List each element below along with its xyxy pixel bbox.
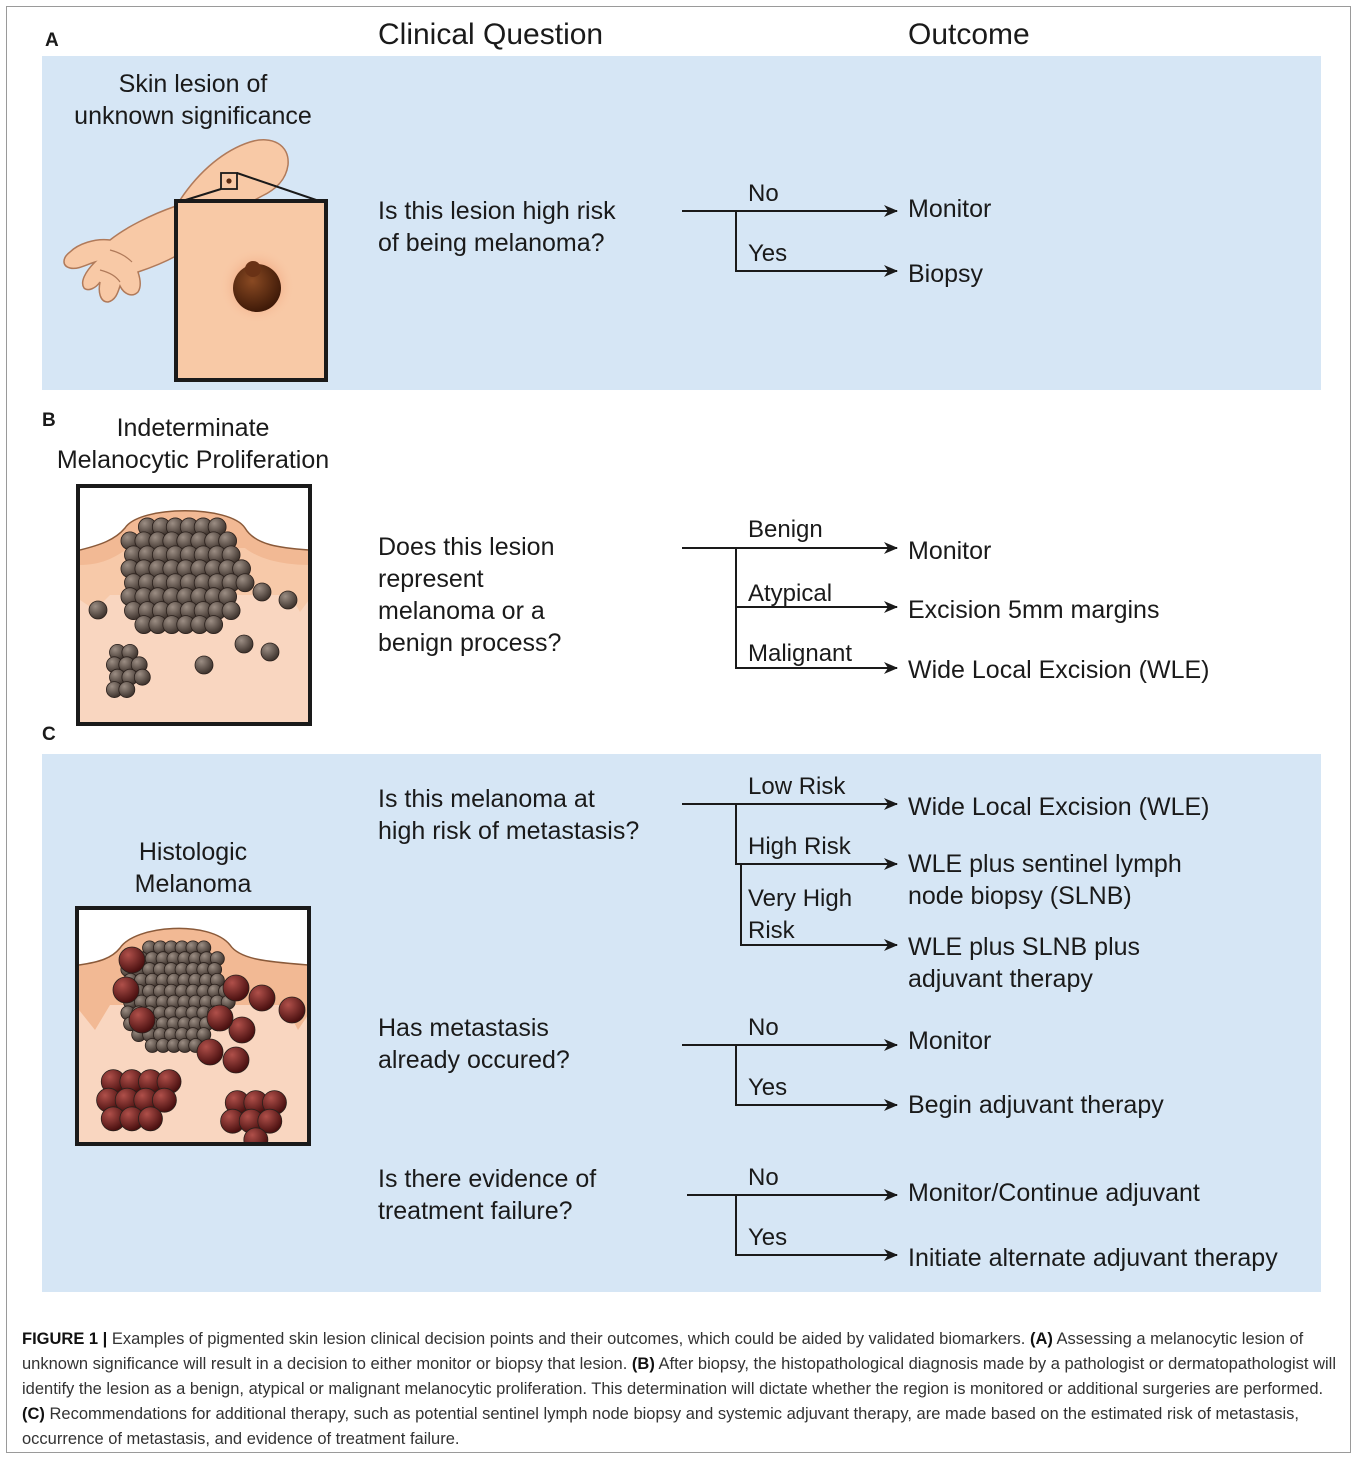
panel-a-question-line1: Is this lesion high risk: [378, 197, 616, 225]
panel-b-title-line1: Indeterminate: [116, 414, 270, 442]
panel-a-outcome-monitor: Monitor: [908, 195, 992, 223]
caption-c-ref: (C): [22, 1405, 45, 1423]
panel-b-question-line4: benign process?: [378, 629, 562, 657]
panel-c-q1-line2: high risk of metastasis?: [378, 817, 640, 845]
malignant-cell: [278, 996, 306, 1024]
panel-c-q2-outcome-adjuvant: Begin adjuvant therapy: [908, 1091, 1164, 1119]
panel-a-outcome-biopsy: Biopsy: [908, 260, 984, 288]
panel-c-q3-no-label: No: [748, 1164, 779, 1191]
panel-c-q1-outcome-high-line2: node biopsy (SLNB): [908, 882, 1132, 910]
caption-b-ref: (B): [631, 1355, 655, 1373]
panel-c-q2-line2: already occured?: [378, 1046, 570, 1074]
melanoma-illustration: [75, 906, 311, 1146]
panel-a-title-line1: Skin lesion of: [118, 70, 268, 98]
melanocyte-cell: [204, 615, 224, 634]
panel-c-q2-yes-line: [735, 1045, 898, 1111]
panel-c-q1-high-label: High Risk: [748, 833, 851, 860]
malignant-cell: [257, 1108, 283, 1134]
panel-b-title-line2: Melanocytic Proliferation: [56, 446, 330, 474]
panel-c-letter: C: [42, 724, 56, 745]
malignant-cell: [206, 1004, 234, 1032]
panel-c-q3-yes-line: [735, 1195, 898, 1261]
panel-b-question-line2: represent: [378, 565, 484, 593]
malignant-cell: [222, 1046, 250, 1074]
malignant-cell: [248, 984, 276, 1012]
panel-a-branch-no-label: No: [748, 180, 779, 207]
caption-figure-label: FIGURE 1 |: [22, 1330, 108, 1348]
malignant-cell: [228, 1016, 256, 1044]
panel-c-title-line1: Histologic: [138, 838, 248, 866]
panel-c-q2-outcome-monitor: Monitor: [908, 1027, 992, 1055]
caption-c-text: Recommendations for additional therapy, …: [22, 1405, 1299, 1448]
panel-b-question-line3: melanoma or a: [378, 597, 545, 625]
panel-c-q1-outcome-veryhigh-line1: WLE plus SLNB plus: [908, 933, 1141, 961]
panel-c-q1-veryhigh-line: [740, 864, 898, 951]
panel-b-outcome-wle: Wide Local Excision (WLE): [908, 656, 1210, 684]
panel-c-q1-high-line: [735, 804, 898, 870]
clinical-question-header: Clinical Question: [378, 18, 604, 51]
panel-c-q2-no-label: No: [748, 1014, 779, 1041]
panel-c-q1-outcome-low: Wide Local Excision (WLE): [908, 793, 1210, 821]
panel-a-branch-yes-line: [735, 211, 898, 277]
caption-a-ref: (A): [1029, 1330, 1053, 1348]
caption-intro: Examples of pigmented skin lesion clinic…: [107, 1330, 1030, 1348]
connectors: [682, 205, 898, 1261]
melanocyte-cell: [235, 573, 255, 593]
panel-c-q1-low-label: Low Risk: [748, 773, 846, 800]
melanocyte-cell: [194, 655, 214, 675]
panel-c-q1-line1: Is this melanoma at: [378, 785, 595, 813]
melanocyte-cell: [278, 590, 298, 610]
arm-illustration: [63, 139, 328, 382]
panel-c-q1-outcome-high-line1: WLE plus sentinel lymph: [908, 850, 1182, 878]
panel-a-question-line2: of being melanoma?: [378, 229, 605, 257]
figure-frame: [6, 6, 1351, 1453]
malignant-cell: [196, 1038, 224, 1066]
melanocyte-cell: [88, 600, 108, 620]
malignant-cell: [222, 974, 250, 1002]
panel-b-outcome-monitor: Monitor: [908, 537, 992, 565]
panel-b-question-line1: Does this lesion: [378, 533, 555, 561]
melanocyte-cell: [118, 681, 136, 698]
panel-c-q3-yes-label: Yes: [748, 1224, 788, 1251]
panel-b-outcome-excision: Excision 5mm margins: [908, 596, 1160, 624]
malignant-cell: [151, 1087, 177, 1113]
panel-c-q1-veryhigh-label-line2: Risk: [748, 917, 795, 944]
caption-a-text: Assessing a melanocytic lesion of unknow…: [22, 1330, 1304, 1373]
panel-c-q3-line2: treatment failure?: [378, 1197, 573, 1225]
panel-c-q3-outcome-continue: Monitor/Continue adjuvant: [908, 1179, 1200, 1207]
panel-a-title-line2: unknown significance: [74, 102, 312, 130]
panel-c-q2-yes-label: Yes: [748, 1074, 788, 1101]
panel-b-branch-benign-label: Benign: [748, 516, 823, 543]
caption-b-text: After biopsy, the histopathological diag…: [22, 1355, 1336, 1398]
panel-c-q1-veryhigh-label-line1: Very High: [748, 885, 853, 912]
melanocyte-cell: [221, 601, 241, 621]
panel-c-q3-line1: Is there evidence of: [378, 1165, 597, 1193]
panel-b-branch-malignant-line: [735, 607, 898, 674]
panel-c-q3-outcome-alternate: Initiate alternate adjuvant therapy: [908, 1244, 1278, 1272]
malignant-cell: [138, 1106, 163, 1132]
melanocyte-cell: [133, 668, 151, 686]
figure-caption: FIGURE 1 | Examples of pigmented skin le…: [22, 1327, 1338, 1452]
melanocyte-cell: [234, 634, 254, 654]
malignant-cell: [112, 976, 140, 1004]
melanocyte-cell: [260, 642, 280, 662]
outcome-header: Outcome: [908, 18, 1030, 51]
malignant-cell: [243, 1127, 269, 1142]
malignant-cell: [118, 946, 146, 974]
melanocyte-cell: [252, 582, 272, 602]
panel-b-letter: B: [42, 410, 56, 431]
panel-b-branch-malignant-label: Malignant: [748, 640, 853, 667]
malignant-cell: [128, 1006, 156, 1034]
panel-c-q2-line1: Has metastasis: [378, 1014, 549, 1042]
panel-a-letter: A: [45, 30, 59, 51]
panel-c-title-line2: Melanoma: [134, 870, 252, 898]
panel-a-branch-yes-label: Yes: [748, 240, 788, 267]
proliferation-illustration: [76, 484, 312, 726]
panel-b-branch-atypical-label: Atypical: [748, 580, 833, 607]
panel-c-q1-outcome-veryhigh-line2: adjuvant therapy: [908, 965, 1093, 993]
